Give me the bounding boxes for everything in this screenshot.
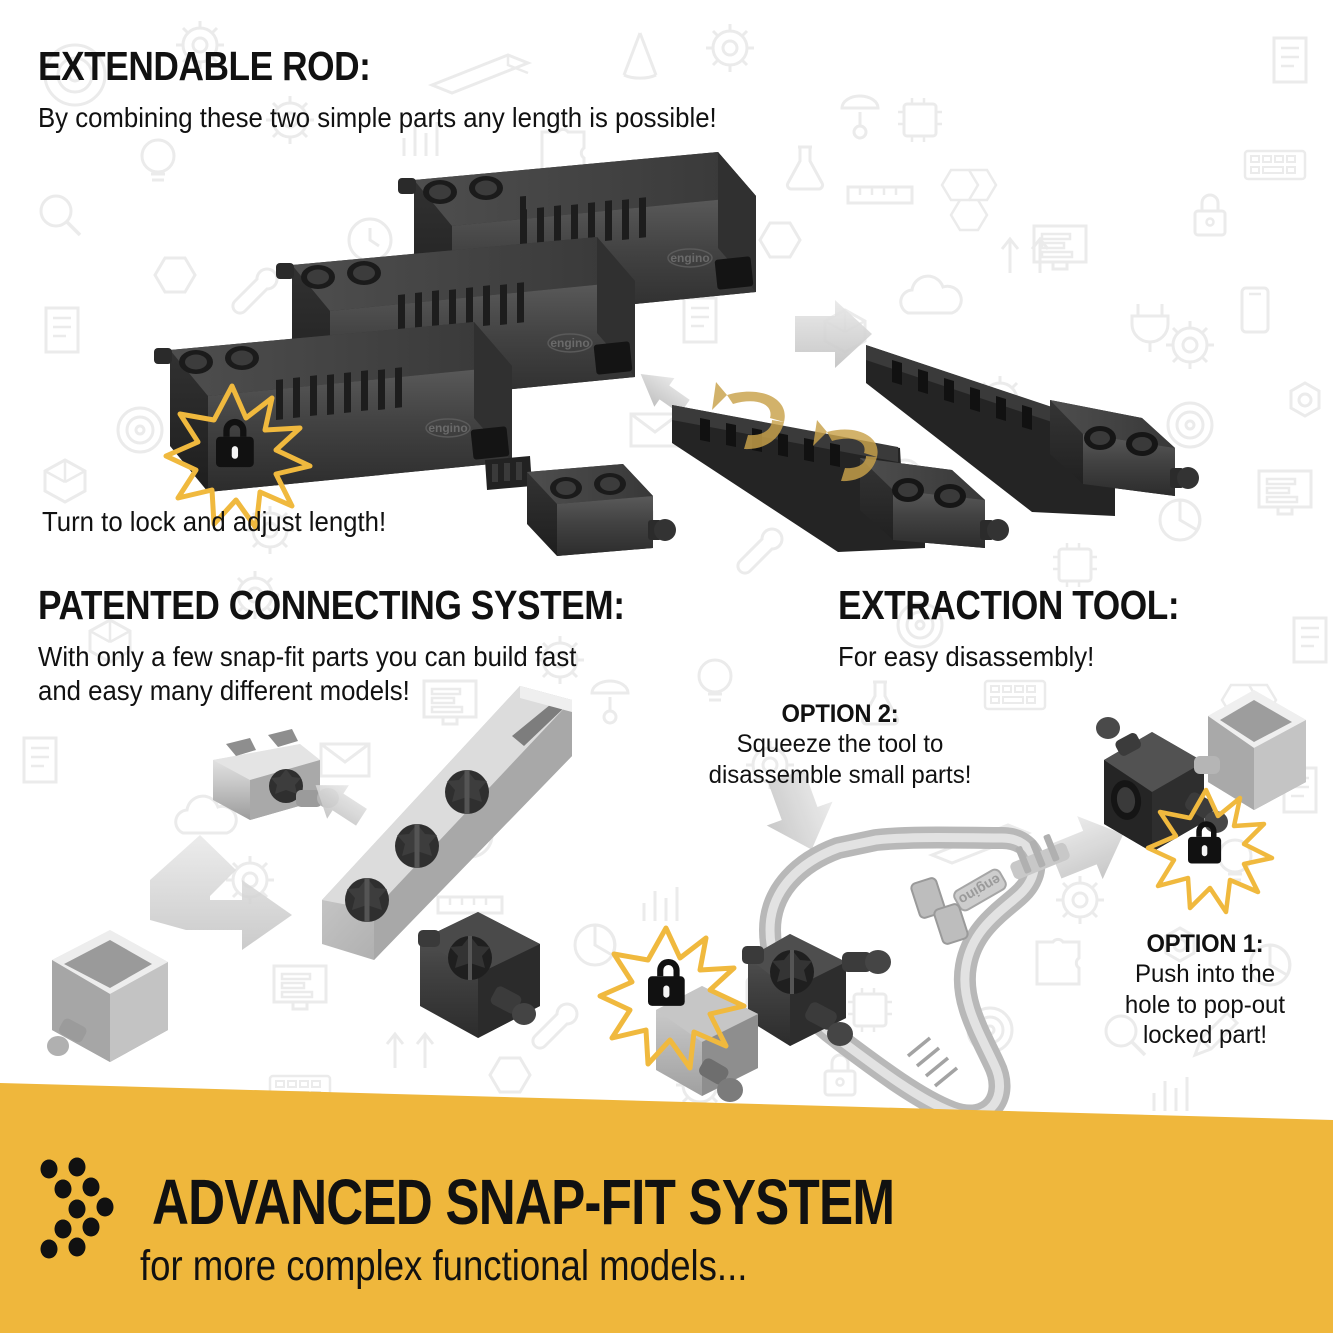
option-1-line1: Push into the	[1134, 960, 1276, 988]
option-2-line2: disassemble small parts!	[708, 760, 972, 789]
option-1-body: Push into the hole to pop-out locked par…	[1085, 959, 1325, 1051]
lock-closed-icon	[216, 418, 254, 468]
section-title-extendable-rod: EXTENDABLE ROD:	[38, 43, 371, 89]
banner-shape	[0, 1083, 1333, 1333]
section-title-extraction-tool: EXTRACTION TOOL:	[838, 582, 1180, 628]
option-2-line1: Squeeze the tool to	[736, 730, 944, 758]
arrow-icon-tool-squeeze	[766, 769, 833, 850]
option1-light-cube	[1194, 690, 1306, 810]
section-subtitle-patented-connecting-system: With only a few snap-fit parts you can b…	[38, 640, 576, 708]
option-1-line3: locked part!	[1142, 1021, 1268, 1049]
brand-mark-rod2: engino	[550, 336, 589, 350]
patented-subtitle-line2: and easy many different models!	[38, 675, 410, 707]
starburst-icon	[163, 383, 313, 531]
inner-rod-left	[672, 382, 1009, 552]
option-2-body: Squeeze the tool to disassemble small pa…	[686, 729, 993, 790]
option-2-block: OPTION 2: Squeeze the tool to disassembl…	[680, 700, 1000, 790]
connector-cube-silver	[47, 930, 168, 1062]
lock-badge-open-center	[597, 925, 747, 1071]
arrow-icon-cube-push	[1047, 816, 1124, 880]
rod-beam-bottom: engino	[154, 322, 676, 556]
connector-bracket-small	[213, 729, 339, 820]
patented-subtitle-line1: With only a few snap-fit parts you can b…	[38, 641, 577, 672]
section-subtitle-extendable-rod: By combining these two simple parts any …	[38, 102, 717, 133]
connector-beam-silver	[322, 686, 572, 960]
option-1-line2: hole to pop-out	[1124, 990, 1286, 1019]
arrow-icon-bent-connector	[150, 835, 292, 950]
footer-banner: ADVANCED SNAP-FIT SYSTEM for more comple…	[0, 1060, 1333, 1333]
connector-block-dark	[418, 912, 540, 1038]
footer-title: ADVANCED SNAP-FIT SYSTEM	[152, 1166, 895, 1238]
option-2-heading: OPTION 2:	[781, 700, 899, 728]
lock-badge-open-right	[1145, 787, 1275, 915]
starburst-icon	[597, 925, 747, 1071]
option-1-block: OPTION 1: Push into the hole to pop-out …	[1080, 930, 1330, 1051]
arrow-icon-rod-insert	[795, 300, 872, 368]
caption-turn-to-lock: Turn to lock and adjust length!	[42, 506, 387, 537]
section-title-patented-connecting-system: PATENTED CONNECTING SYSTEM:	[38, 582, 625, 628]
rotation-arrow-icon-2	[813, 420, 878, 482]
arrow-icon-bracket-insert	[315, 785, 367, 826]
rotation-arrow-icon-1	[712, 382, 785, 450]
footer-subtitle: for more complex functional models...	[140, 1242, 748, 1290]
option-1-heading: OPTION 1:	[1146, 930, 1264, 958]
inner-rod-right	[866, 345, 1199, 516]
lock-open-icon	[648, 958, 685, 1006]
lock-badge-closed	[163, 383, 313, 531]
arrow-icon-rod-assembly	[640, 374, 690, 414]
tool-part-grey-block	[656, 986, 758, 1102]
logo-dot-chevron-icon	[40, 1157, 114, 1259]
tool-grip-block-dark	[742, 934, 891, 1046]
starburst-icon	[1145, 787, 1275, 915]
brand-mark-rod3: engino	[428, 421, 467, 435]
lock-open-icon	[1188, 821, 1222, 864]
brand-mark-rod1: engino	[670, 251, 709, 265]
section-subtitle-extraction-tool: For easy disassembly!	[838, 641, 1095, 672]
